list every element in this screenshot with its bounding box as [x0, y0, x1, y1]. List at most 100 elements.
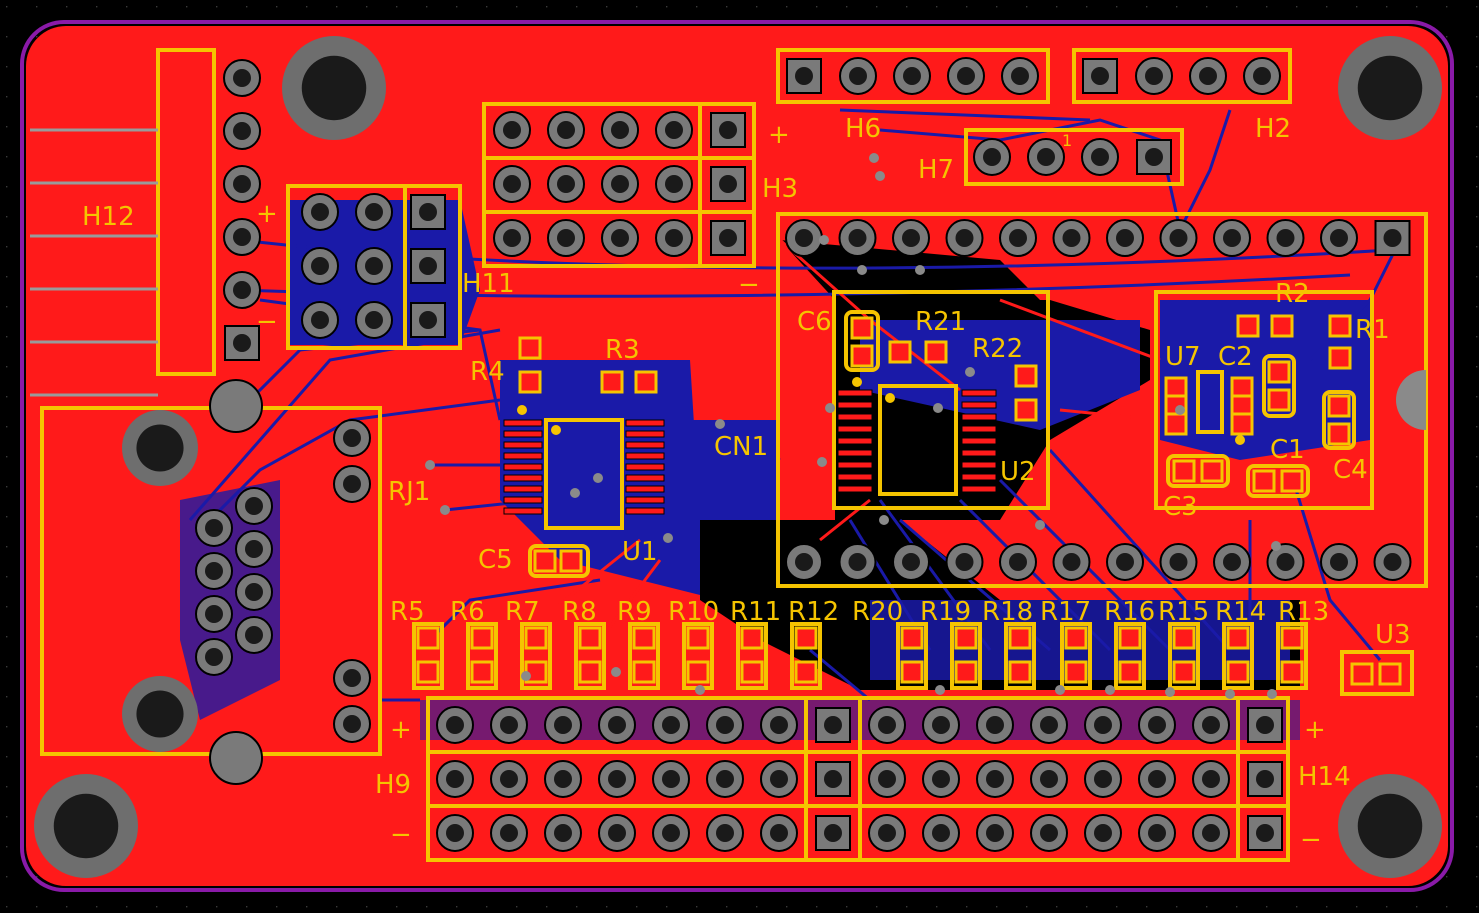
grid-dot	[1476, 906, 1478, 908]
label-h12: H12	[82, 202, 135, 232]
label-h14: H14	[1298, 762, 1351, 792]
u2-lead-right	[961, 389, 997, 397]
grid-dot	[576, 906, 578, 908]
grid-dot	[1476, 486, 1478, 488]
u1-lead-left	[503, 452, 543, 460]
row-resistor-pad	[900, 626, 924, 650]
row-resistor-pad	[1280, 626, 1304, 650]
label-row-resistor: R16	[1104, 597, 1155, 627]
c5-outline	[528, 544, 590, 578]
row-resistor-pad	[416, 660, 440, 684]
label-row-resistor: R13	[1278, 597, 1329, 627]
h11-pin-hole	[311, 203, 329, 221]
row-resistor-outline	[628, 622, 660, 690]
grid-dot	[1026, 906, 1028, 908]
via	[817, 457, 827, 467]
row-resistor-outline	[1060, 622, 1092, 690]
u1-lead-left	[503, 485, 543, 493]
label-row-resistor: R14	[1215, 597, 1266, 627]
mark-plus-h11: +	[256, 199, 278, 229]
board-edge	[20, 20, 1454, 892]
u1-lead-right	[625, 507, 665, 515]
label-u2: U2	[1000, 457, 1036, 487]
u7-dot	[1235, 435, 1245, 445]
grid-dot	[6, 426, 8, 428]
via	[1165, 687, 1175, 697]
h12-pin-hole	[233, 175, 251, 193]
c4-outline	[1322, 390, 1356, 450]
u2-lead-right	[961, 413, 997, 421]
via	[425, 460, 435, 470]
h6-outline	[776, 48, 1050, 104]
label-row-resistor: R12	[788, 597, 839, 627]
silkscreen-labels: H12 H11 H3 H6 H2 H7 H9 H14 RJ1 CN1 U1 U2…	[82, 114, 1411, 855]
grid-dot	[1356, 906, 1358, 908]
grid-dot	[906, 6, 908, 8]
grid-dot	[1476, 396, 1478, 398]
grid-dot	[336, 6, 338, 8]
grid-dot	[1476, 96, 1478, 98]
grid-dot	[6, 66, 8, 68]
row-resistor-outline	[574, 622, 606, 690]
label-r21: R21	[915, 307, 966, 337]
u2-pin1-dot	[885, 393, 895, 403]
label-r4: R4	[470, 357, 505, 387]
grid-dot	[246, 6, 248, 8]
via	[593, 473, 603, 483]
h3-pin-hole	[611, 121, 629, 139]
u1-lead-left	[503, 496, 543, 504]
label-h9: H9	[375, 770, 411, 800]
grid-dot	[156, 6, 158, 8]
grid-dot	[756, 6, 758, 8]
via	[819, 235, 829, 245]
grid-dot	[636, 6, 638, 8]
rj1-hole-top-drill	[136, 424, 184, 472]
h9-h14-pin-hole	[878, 824, 896, 842]
label-r3: R3	[605, 335, 640, 365]
u1-lead-right	[625, 419, 665, 427]
label-row-resistor: R17	[1040, 597, 1091, 627]
via	[1055, 685, 1065, 695]
module-bottom-pin-hole	[848, 553, 867, 571]
grid-dot	[906, 906, 908, 908]
h3-outline	[482, 102, 756, 268]
h9-h14-pin-hole	[1094, 824, 1112, 842]
u1-lead-right	[625, 496, 665, 504]
u2-lead-left	[837, 413, 873, 421]
u1-lead-right	[625, 452, 665, 460]
label-r1: R1	[1355, 315, 1390, 345]
row-resistor-pad	[686, 660, 710, 684]
grid-dot	[1476, 126, 1478, 128]
h3-pin-hole	[503, 229, 521, 247]
grid-dot	[186, 6, 188, 8]
grid-dot	[516, 906, 518, 908]
r3-pad	[634, 370, 658, 394]
rj1-shield-top	[209, 379, 263, 433]
c3-pad	[1200, 459, 1224, 483]
h2-pin-hole	[1199, 67, 1217, 85]
label-c4: C4	[1333, 455, 1368, 485]
grid-dot	[126, 6, 128, 8]
u1-chip	[544, 418, 624, 530]
label-h11: H11	[462, 269, 515, 299]
row-resistor-outline	[950, 622, 982, 690]
label-c3: C3	[1163, 492, 1198, 522]
module-notch	[1396, 370, 1426, 430]
grid-dot	[36, 36, 38, 38]
h12-pin-hole	[233, 334, 251, 352]
row-resistor-pad	[740, 660, 764, 684]
r21-pad	[924, 340, 948, 364]
grid-dot	[786, 6, 788, 8]
h9-h14-pin-hole	[770, 824, 788, 842]
grid-dot	[966, 6, 968, 8]
h12-pin-hole	[233, 281, 251, 299]
label-u3: U3	[1375, 620, 1411, 650]
label-u1: U1	[622, 537, 658, 567]
via	[695, 685, 705, 695]
row-resistor-pad	[632, 660, 656, 684]
u2-lead-left	[837, 461, 873, 469]
u2-outline	[832, 290, 1050, 510]
via	[521, 671, 531, 681]
grid-dot	[846, 906, 848, 908]
via	[1175, 405, 1185, 415]
